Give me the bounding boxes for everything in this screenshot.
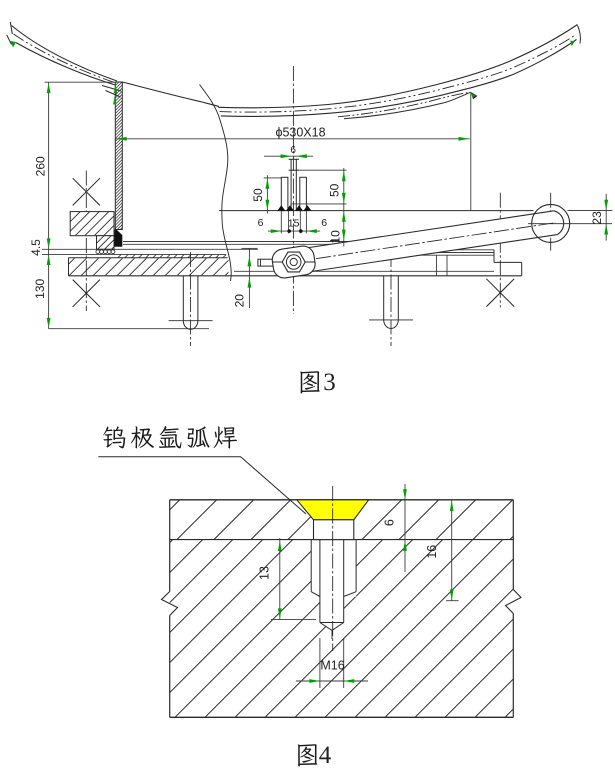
svg-text:15: 15: [288, 218, 300, 230]
svg-text:50: 50: [327, 183, 341, 197]
svg-text:260: 260: [34, 156, 48, 176]
svg-text:4.5: 4.5: [29, 239, 43, 256]
svg-text:ϕ530X18: ϕ530X18: [275, 126, 325, 140]
svg-text:3: 3: [323, 369, 336, 396]
svg-text:4: 4: [319, 742, 332, 769]
svg-text:50: 50: [251, 188, 265, 202]
svg-text:13: 13: [258, 566, 272, 580]
svg-text:M16: M16: [320, 659, 344, 673]
svg-text:6: 6: [321, 217, 327, 229]
svg-text:130: 130: [33, 278, 47, 298]
svg-text:16: 16: [425, 545, 439, 559]
svg-text:23: 23: [590, 211, 604, 225]
svg-text:6: 6: [290, 145, 296, 156]
svg-text:6: 6: [383, 519, 397, 526]
svg-text:20: 20: [233, 294, 247, 308]
svg-text:6: 6: [258, 217, 264, 229]
svg-text:10: 10: [329, 230, 343, 244]
